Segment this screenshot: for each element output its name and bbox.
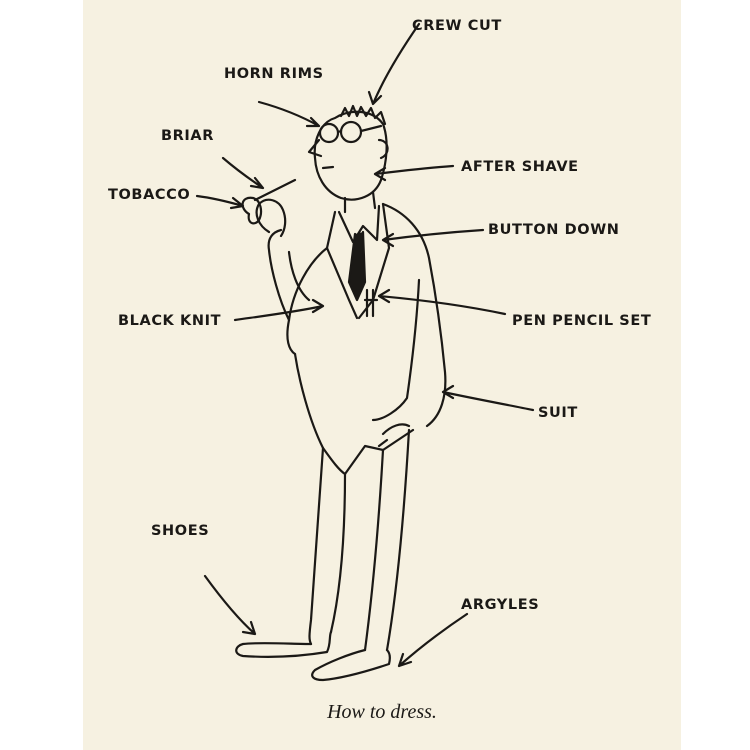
- right-shoe: [311, 648, 391, 682]
- left-lapel: [325, 210, 359, 320]
- arrow-tobacco: [195, 194, 245, 210]
- right-arm-outer: [381, 202, 447, 428]
- label-tobacco: TOBACCO: [108, 187, 191, 203]
- label-briar: BRIAR: [161, 128, 214, 144]
- label-suit: SUIT: [538, 405, 578, 421]
- jacket-left-hem: [293, 352, 347, 476]
- left-hand: [255, 198, 287, 238]
- left-leg-inner: [329, 472, 347, 634]
- label-after-shave: AFTER SHAVE: [461, 159, 579, 175]
- glasses-left-lens: [318, 122, 340, 144]
- label-horn-rims: HORN RIMS: [224, 66, 324, 82]
- jacket-front-hem: [343, 428, 415, 476]
- label-pen-pencil-set: PEN PENCIL SET: [512, 313, 652, 329]
- arrow-suit: [441, 384, 535, 412]
- label-argyles: ARGYLES: [461, 597, 540, 613]
- arrow-after-shave: [373, 164, 455, 182]
- right-arm-inner: [371, 278, 421, 422]
- arrow-argyles: [397, 612, 469, 668]
- collar: [337, 204, 381, 244]
- jacket-left-side: [286, 246, 329, 356]
- tie: [347, 230, 367, 302]
- ear: [377, 138, 389, 160]
- neck: [343, 190, 377, 214]
- arrow-horn-rims: [257, 100, 321, 128]
- glasses-temple: [336, 124, 383, 134]
- arrow-pen-pencil: [377, 288, 507, 316]
- pen-pencil-set: [363, 288, 379, 318]
- arrow-briar: [221, 156, 265, 190]
- pocket-hand: [377, 423, 411, 448]
- figure-caption: How to dress.: [327, 701, 437, 723]
- left-arm-outer: [267, 228, 291, 322]
- arrow-crew-cut: [367, 22, 421, 106]
- nose: [307, 138, 323, 158]
- mouth: [321, 165, 335, 170]
- label-crew-cut: CREW CUT: [412, 18, 502, 34]
- right-leg-outer: [385, 428, 411, 652]
- right-leg-inner: [363, 448, 385, 652]
- glasses-right-lens: [339, 120, 363, 144]
- arrow-button-down: [381, 228, 485, 248]
- pipe-stem: [253, 178, 297, 202]
- left-arm-inner: [287, 250, 311, 302]
- label-button-down: BUTTON DOWN: [488, 222, 620, 238]
- left-leg-outer: [308, 446, 325, 646]
- label-shoes: SHOES: [151, 523, 210, 539]
- arrow-black-knit: [233, 298, 325, 322]
- crew-cut-hair: [339, 104, 387, 126]
- arrow-shoes: [203, 574, 257, 636]
- pipe-bowl: [241, 196, 263, 225]
- man-illustration: [195, 22, 535, 682]
- book-page: ​: [83, 0, 681, 750]
- label-black-knit: BLACK KNIT: [118, 313, 222, 329]
- left-shoe: [235, 630, 333, 658]
